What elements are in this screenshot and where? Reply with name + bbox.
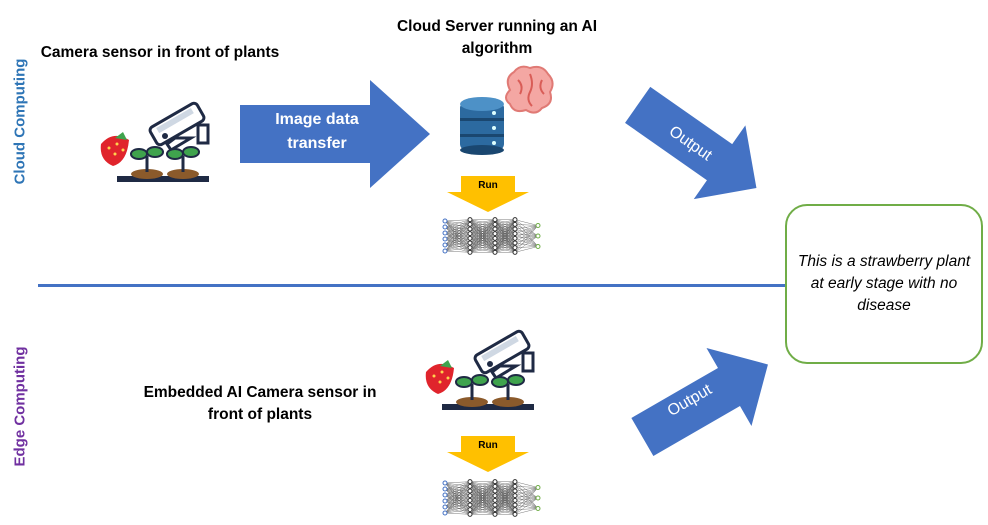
edge-run-label: Run [478, 440, 498, 451]
divider-line [38, 284, 786, 287]
cloud-run-label: Run [478, 180, 498, 191]
image-transfer-label: Image data transfer [275, 111, 359, 152]
strawberry-plant-icon [100, 132, 209, 182]
cloud-run-arrow [447, 176, 529, 212]
cloud-computing-label: Cloud Computing [11, 58, 29, 185]
cloud-server-title: Cloud Server running an AI algorithm [396, 18, 598, 57]
edge-camera-plants-icon [425, 329, 535, 410]
edge-camera-title: Embedded AI Camera sensor in front of pl… [143, 384, 377, 423]
cloud-camera-plants-icon [100, 101, 210, 182]
camera-icon [473, 329, 535, 381]
output-result-text: This is a strawberry plant at early stag… [797, 253, 971, 314]
edge-output-arrow [631, 348, 768, 457]
camera-icon [148, 101, 210, 153]
brain-icon [505, 65, 554, 114]
database-icon [460, 97, 504, 155]
output-result-box: This is a strawberry plant at early stag… [785, 204, 983, 364]
neural-network-icon [442, 479, 541, 517]
cloud-camera-title: Camera sensor in front of plants [40, 44, 280, 61]
cloud-output-arrow [625, 86, 757, 200]
image-transfer-arrow [240, 80, 430, 188]
edge-computing-label: Edge Computing [11, 346, 29, 467]
strawberry-plant-icon [425, 360, 534, 410]
edge-run-arrow [447, 436, 529, 472]
neural-network-icon [442, 217, 541, 255]
